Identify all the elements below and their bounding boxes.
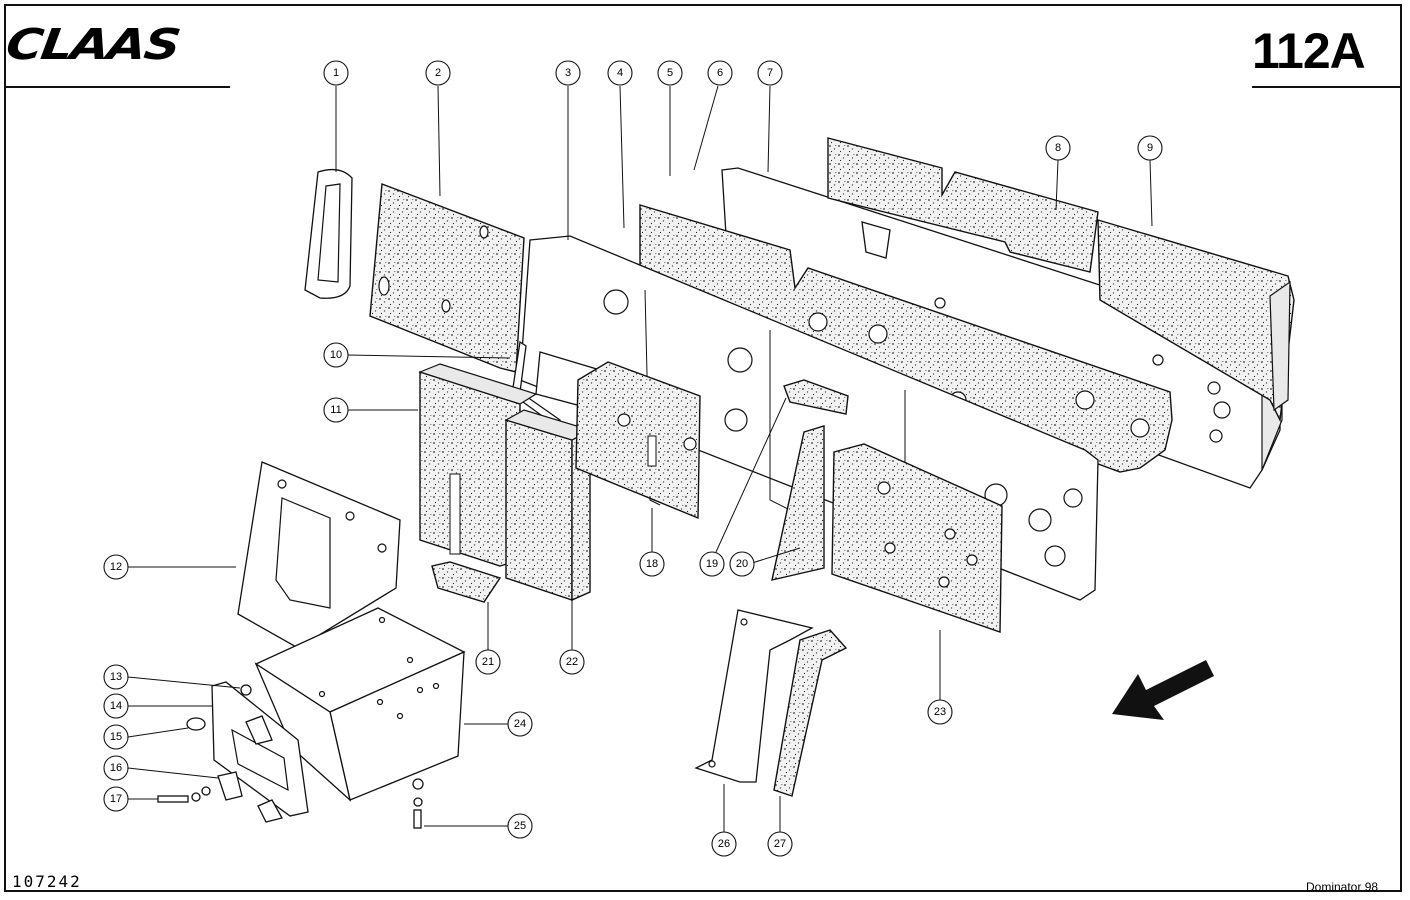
callout-7: 7 [757,60,783,86]
callout-14: 14 [103,693,129,719]
callout-21-label: 21 [482,656,494,668]
part-14-flange-frame [211,681,309,817]
callout-26: 26 [711,831,737,857]
callout-20: 20 [729,551,755,577]
part-20-foam-wedge [771,425,825,581]
sheet-number: 112A [1252,23,1366,79]
part-27-foam-strip [773,629,848,797]
callout-21: 21 [475,649,501,675]
callout-23: 23 [927,699,953,725]
callout-3: 3 [555,60,581,86]
part-22-foam-box [504,409,592,602]
callout-19-label: 19 [706,558,718,570]
callout-23-label: 23 [934,706,946,718]
callout-6-label: 6 [717,67,723,79]
callout-9-label: 9 [1147,142,1153,154]
callout-14-label: 14 [110,700,122,712]
page-frame [4,4,1402,892]
part-2-foam-panel [369,183,525,373]
callout-2-label: 2 [435,67,441,79]
part-1-gasket [304,168,353,299]
callout-17: 17 [103,786,129,812]
part-8-foam-strip [827,137,1099,273]
callout-19: 19 [699,551,725,577]
part-19-foam-pad [783,379,849,415]
callout-4: 4 [607,60,633,86]
callout-22-label: 22 [566,656,578,668]
callout-8-label: 8 [1055,142,1061,154]
callout-11-label: 11 [330,404,341,416]
callout-2: 2 [425,60,451,86]
callout-3-label: 3 [565,67,571,79]
callout-25-label: 25 [514,820,526,832]
callout-12: 12 [103,554,129,580]
callout-15: 15 [103,724,129,750]
part-12-cover-plate [237,461,401,649]
part-21-foam-pad [431,561,502,603]
callout-13: 13 [103,664,129,690]
hardware-fasteners [157,684,424,829]
sheet-rule [1252,86,1402,88]
callout-1: 1 [323,60,349,86]
callout-27-label: 27 [774,838,786,850]
callout-24: 24 [507,711,533,737]
callout-24-label: 24 [514,718,526,730]
callout-6: 6 [707,60,733,86]
callout-27: 27 [767,831,793,857]
callout-12-label: 12 [110,561,122,573]
callout-10: 10 [323,342,349,368]
callout-1-label: 1 [333,67,339,79]
callout-18-label: 18 [646,558,658,570]
callout-22: 22 [559,649,585,675]
callout-7-label: 7 [767,67,773,79]
callout-4-label: 4 [617,67,623,79]
callout-13-label: 13 [110,671,122,683]
callout-25: 25 [507,813,533,839]
callout-16: 16 [103,755,129,781]
drawing-number: 107242 [12,872,82,891]
leader-lines [127,85,1153,832]
part-26-angle-bracket [694,609,814,783]
arrow-down-left-icon [1112,660,1214,720]
callout-26-label: 26 [718,838,730,850]
model-name: Dominator 98 [1306,880,1379,894]
callout-20-label: 20 [736,558,748,570]
part-18-foam-panel [575,361,701,520]
part-9-foam-block [1097,219,1295,423]
callout-15-label: 15 [110,731,122,743]
brand-rule [4,86,230,88]
part-24-box-housing [254,607,466,802]
callout-17-label: 17 [110,793,122,805]
callout-9: 9 [1137,135,1163,161]
callout-5: 5 [657,60,683,86]
callout-5-label: 5 [667,67,673,79]
callout-16-label: 16 [110,762,122,774]
part-23-foam-panel [831,443,1003,633]
callout-18: 18 [639,551,665,577]
callout-10-label: 10 [330,349,342,361]
callout-11: 11 [323,397,349,423]
callout-8: 8 [1045,135,1071,161]
